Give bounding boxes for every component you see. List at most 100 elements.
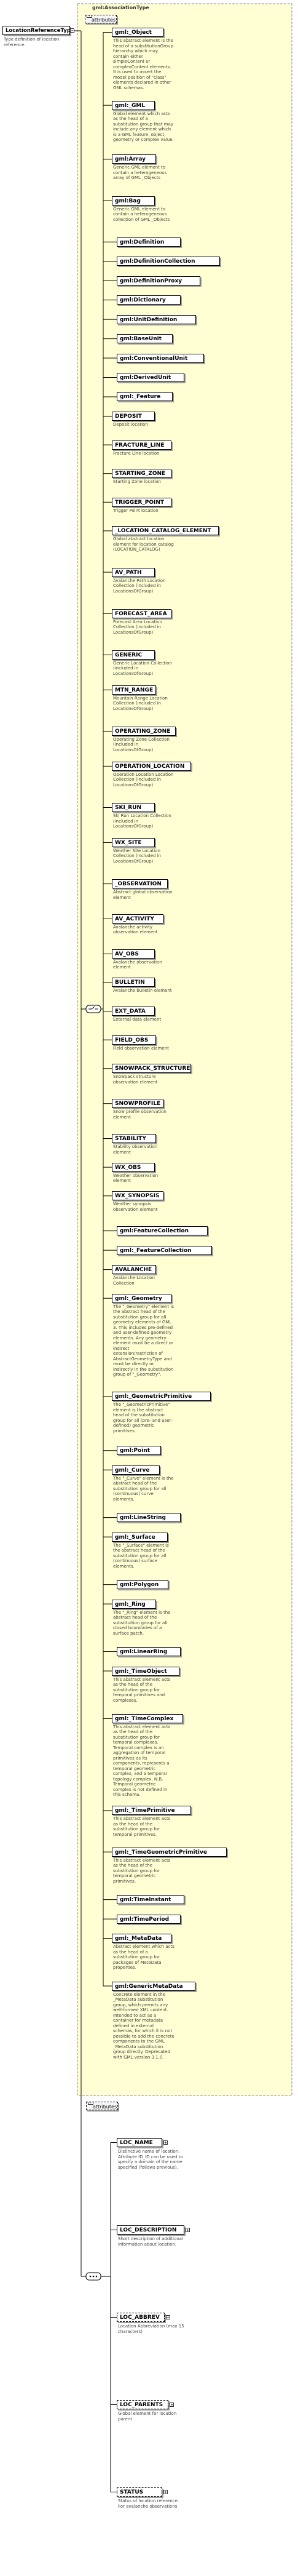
choice-element-39[interactable]: AVALANCHE xyxy=(112,1265,156,1275)
choice-element-3[interactable]: gml:Bag xyxy=(112,196,155,205)
choice-element-doc-34: Stability observation element xyxy=(113,1144,158,1155)
choice-element-46[interactable]: gml:Polygon xyxy=(117,1580,169,1590)
sequence-element-expand-icon-0[interactable]: + xyxy=(163,2140,168,2145)
choice-element-18[interactable]: AV_PATH xyxy=(112,567,155,577)
choice-element-doc-26: Abstract global observation element xyxy=(113,890,173,900)
choice-element-45[interactable]: gml:_Surface xyxy=(112,1532,168,1542)
choice-element-doc-30: External data element xyxy=(113,1017,162,1023)
choice-element-26[interactable]: _OBSERVATION xyxy=(112,879,168,889)
association-attributes-expand-icon[interactable]: + xyxy=(87,15,92,18)
choice-element-doc-18: Avalanche Path Location Collection (incl… xyxy=(113,578,166,594)
sequence-element-expand-icon-4[interactable]: + xyxy=(163,2490,168,2495)
sequence-element-2[interactable]: LOC_ABBREV xyxy=(117,2313,165,2322)
choice-element-doc-25: Weather Site Location Collection (includ… xyxy=(113,848,161,864)
choice-element-47[interactable]: gml:_Ring xyxy=(112,1599,156,1609)
choice-element-19[interactable]: FORECAST_AREA xyxy=(112,608,172,618)
choice-element-53[interactable]: gml:TimeInstant xyxy=(117,1895,184,1905)
root-element-box[interactable]: LocationReferenceType xyxy=(2,26,70,35)
choice-element-7[interactable]: gml:Dictionary xyxy=(117,295,181,305)
choice-element-doc-3: Generic GML element to contain a heterog… xyxy=(113,206,170,222)
sequence-element-3[interactable]: LOC_PARENTS xyxy=(117,2400,169,2409)
choice-element-25[interactable]: WX_SITE xyxy=(112,837,155,847)
sequence-element-1[interactable]: LOC_DESCRIPTION xyxy=(117,2225,184,2235)
choice-element-doc-27: Avalanche activity observation element xyxy=(113,924,158,935)
choice-element-12[interactable]: gml:_Feature xyxy=(117,392,173,402)
sequence-element-doc-1: Short description of additional informat… xyxy=(118,2236,183,2247)
choice-element-1[interactable]: gml:_GML xyxy=(112,100,155,110)
choice-element-31[interactable]: FIELD_OBS xyxy=(112,1035,156,1045)
choice-element-40[interactable]: gml:_Geometry xyxy=(112,1293,172,1303)
choice-element-16[interactable]: TRIGGER_POINT xyxy=(112,497,172,507)
choice-element-21[interactable]: MTN_RANGE xyxy=(112,685,156,695)
choice-element-13[interactable]: DEPOSIT xyxy=(112,411,155,421)
choice-element-56[interactable]: gml:GenericMetaData xyxy=(112,1981,195,1991)
choice-element-28[interactable]: AV_OBS xyxy=(112,949,155,959)
root-element-label: LocationReferenceType xyxy=(6,28,70,34)
connector-lines xyxy=(70,30,117,2492)
choice-element-27[interactable]: AV_ACTIVITY xyxy=(112,914,164,923)
choice-element-51[interactable]: gml:_TimePrimitive xyxy=(112,1806,192,1816)
attributes-box[interactable]: +attributes xyxy=(86,2102,118,2110)
choice-element-30[interactable]: EXT_DATA xyxy=(112,1007,155,1016)
choice-element-24[interactable]: SKI_RUN xyxy=(112,803,155,813)
choice-element-doc-55: Abstract element which acts as the head … xyxy=(113,1944,174,1971)
sequence-element-4[interactable]: STATUS xyxy=(117,2487,162,2497)
sequence-compositor-dot xyxy=(92,2275,95,2278)
choice-element-43[interactable]: gml:_Curve xyxy=(112,1465,160,1475)
choice-element-10[interactable]: gml:ConventionalUnit xyxy=(117,353,204,363)
choice-element-doc-15: Starting Zone location xyxy=(113,479,161,485)
association-attributes-box[interactable]: +attributes xyxy=(85,15,117,23)
choice-element-doc-13: Deposit location xyxy=(113,421,148,427)
choice-element-doc-40: The "_Geometry" element is the abstract … xyxy=(113,1304,174,1378)
choice-element-41[interactable]: gml:_GeometricPrimitive xyxy=(112,1392,211,1402)
choice-element-52[interactable]: gml:_TimeGeometricPrimitive xyxy=(112,1847,227,1857)
choice-element-29[interactable]: BULLETIN xyxy=(112,978,155,987)
sequence-element-doc-3: Global element for location parent xyxy=(118,2411,177,2422)
choice-element-6[interactable]: gml:DefinitionProxy xyxy=(117,276,200,285)
choice-element-34[interactable]: STABILITY xyxy=(112,1134,156,1144)
choice-element-50[interactable]: gml:_TimeComplex xyxy=(112,1713,184,1723)
choice-element-36[interactable]: WX_SYNOPSIS xyxy=(112,1191,164,1201)
root-collapse-icon[interactable]: − xyxy=(70,28,74,33)
sequence-compositor-dot xyxy=(95,2275,98,2278)
choice-element-11[interactable]: gml:DerivedUnit xyxy=(117,373,184,383)
choice-element-5[interactable]: gml:DefinitionCollection xyxy=(117,257,220,266)
choice-element-15[interactable]: STARTING_ZONE xyxy=(112,469,172,479)
choice-element-doc-52: This abstract element acts as the head o… xyxy=(113,1857,171,1884)
sequence-element-expand-icon-1[interactable]: + xyxy=(186,2228,190,2233)
choice-element-38[interactable]: gml:_FeatureCollection xyxy=(117,1245,212,1255)
choice-element-0[interactable]: gml:_Object xyxy=(112,28,164,37)
choice-element-42[interactable]: gml:Point xyxy=(117,1446,161,1456)
choice-element-20[interactable]: GENERIC xyxy=(112,650,155,660)
choice-element-doc-23: Operation Location Location Collection (… xyxy=(113,772,174,788)
choice-element-44[interactable]: gml:LineString xyxy=(117,1513,181,1523)
choice-element-14[interactable]: FRACTURE_LINE xyxy=(112,440,172,450)
sequence-element-expand-icon-2[interactable]: + xyxy=(166,2315,170,2320)
choice-element-doc-47: The "_Ring" element is the abstract head… xyxy=(113,1609,171,1636)
choice-element-2[interactable]: gml:Array xyxy=(112,154,156,164)
choice-element-17[interactable]: _LOCATION_CATALOG_ELEMENT xyxy=(112,526,219,536)
choice-element-4[interactable]: gml:Definition xyxy=(117,237,181,247)
choice-element-doc-1: Global element which acts as the head of… xyxy=(113,111,174,143)
choice-element-37[interactable]: gml:FeatureCollection xyxy=(117,1226,208,1236)
choice-element-35[interactable]: WX_OBS xyxy=(112,1162,155,1172)
choice-element-55[interactable]: gml:_MetaData xyxy=(112,1934,172,1944)
choice-element-54[interactable]: gml:TimePeriod xyxy=(117,1914,181,1924)
choice-element-22[interactable]: OPERATING_ZONE xyxy=(112,726,176,736)
choice-element-doc-0: This abstract element is the head of a s… xyxy=(113,38,174,90)
choice-element-23[interactable]: OPERATION_LOCATION xyxy=(112,761,192,771)
choice-element-9[interactable]: gml:BaseUnit xyxy=(117,334,173,344)
choice-element-33[interactable]: SNOWPROFILE xyxy=(112,1099,164,1109)
choice-element-48[interactable]: gml:LinearRing xyxy=(117,1647,181,1657)
sequence-element-0[interactable]: LOC_NAME xyxy=(117,2138,162,2147)
attributes-expand-icon[interactable]: + xyxy=(88,2102,93,2105)
choice-element-8[interactable]: gml:UnitDefinition xyxy=(117,314,197,324)
sequence-element-expand-icon-3[interactable]: + xyxy=(170,2403,174,2407)
choice-element-doc-29: Avalanche bulletin element xyxy=(113,988,172,994)
choice-element-49[interactable]: gml:_TimeObject xyxy=(112,1666,179,1676)
choice-element-doc-35: Weather observation element xyxy=(113,1173,159,1184)
choice-element-32[interactable]: SNOWPACK_STRUCTURE xyxy=(112,1064,192,1074)
sequence-element-doc-0: Distinctive name of location. Attribute … xyxy=(118,2149,183,2170)
choice-element-doc-36: Weather synopsis observation element xyxy=(113,1202,158,1212)
